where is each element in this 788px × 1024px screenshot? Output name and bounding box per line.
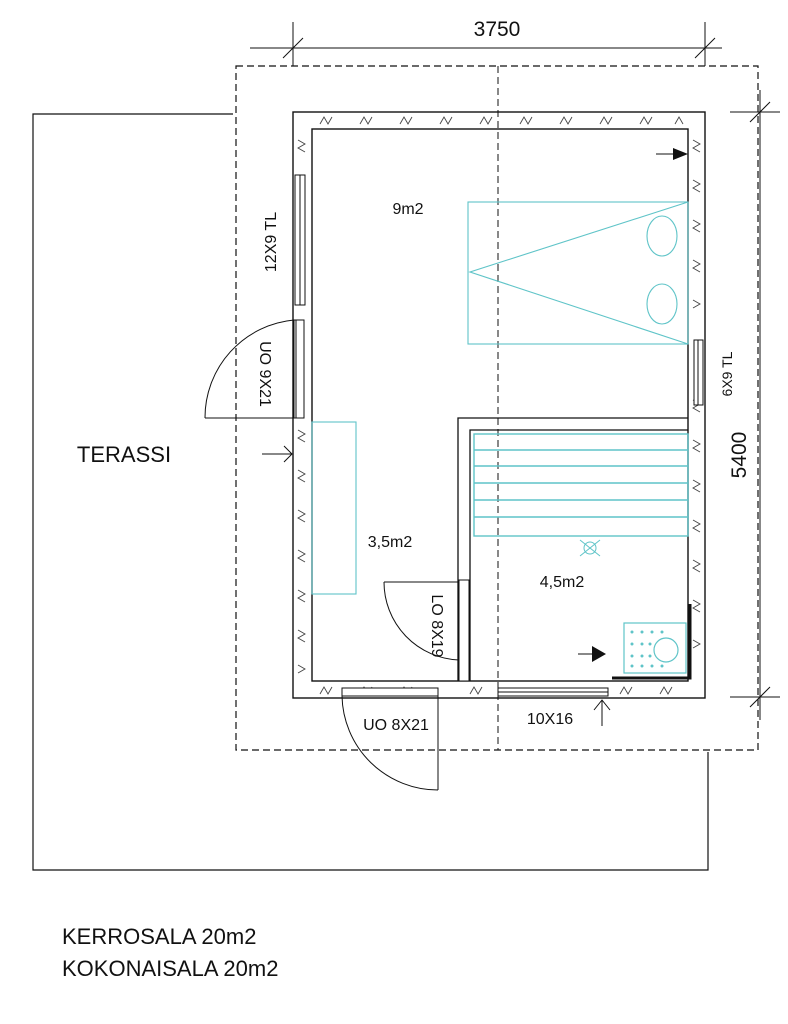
window-left-label: 12X9 TL <box>263 212 280 272</box>
door-left <box>204 319 305 419</box>
window-right <box>693 339 704 406</box>
window-left <box>294 174 306 306</box>
terrace-label: TERASSI <box>77 442 171 467</box>
sauna-lamp <box>579 539 601 557</box>
sauna-benches <box>473 433 689 537</box>
bed <box>467 201 689 345</box>
roof-outline <box>235 65 759 751</box>
total-area-text: KOKONAISALA 20m2 <box>62 956 279 981</box>
window-right-label: 6X9 TL <box>719 351 735 396</box>
depth-dimension-label: 5400 <box>728 432 751 479</box>
arrow-icon <box>578 646 606 662</box>
arrow-icon <box>262 445 293 463</box>
terrace-outline <box>32 113 709 871</box>
arrow-icon <box>656 148 688 160</box>
window-bottom <box>497 687 609 697</box>
floor-area-text: KERROSALA 20m2 <box>62 924 257 949</box>
area-label-sauna: 4,5m2 <box>540 574 585 591</box>
window-bottom-label: 10X16 <box>527 711 573 728</box>
stove <box>612 604 692 680</box>
exterior-walls <box>292 111 706 699</box>
top-dimension <box>250 22 722 66</box>
area-label-room-top: 9m2 <box>392 201 423 218</box>
width-dimension-label: 3750 <box>474 18 521 41</box>
door-inner-label: LO 8X19 <box>428 594 445 657</box>
door-inner <box>383 579 470 682</box>
arrow-icon <box>593 699 611 726</box>
bench-left <box>311 421 357 595</box>
wall-insulation <box>297 116 701 695</box>
door-left-label: UO 9X21 <box>256 341 273 407</box>
door-bottom <box>341 687 439 791</box>
interior-walls <box>457 417 688 681</box>
area-label-room-left: 3,5m2 <box>368 534 413 551</box>
right-dimension <box>730 90 780 720</box>
door-bottom-label: UO 8X21 <box>363 717 429 734</box>
